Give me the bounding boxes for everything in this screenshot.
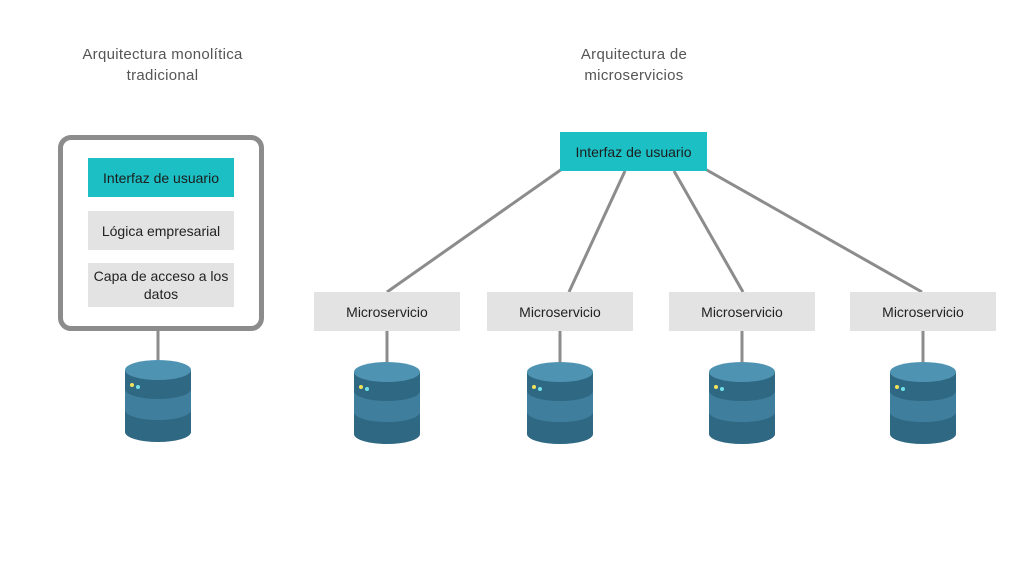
microservices-ui-box: Interfaz de usuario: [560, 132, 707, 171]
database-icon: [125, 360, 191, 442]
monolithic-title: Arquitectura monolítica tradicional: [82, 46, 243, 84]
connector-ui-ms2: [567, 170, 627, 293]
monolith-data-layer: Capa de acceso a los datos: [88, 263, 234, 307]
connector-ui-ms4: [704, 167, 923, 294]
database-icon: [354, 362, 420, 444]
connector-ui-ms3: [672, 170, 745, 293]
monolith-ui-layer: Interfaz de usuario: [88, 158, 234, 197]
database-icon: [709, 362, 775, 444]
database-icon: [527, 362, 593, 444]
microservice-box-1: Microservicio: [314, 292, 460, 331]
database-icon: [890, 362, 956, 444]
microservice-box-4: Microservicio: [850, 292, 996, 331]
microservice-box-2: Microservicio: [487, 292, 633, 331]
connector-ui-ms1: [386, 167, 563, 294]
microservice-box-3: Microservicio: [669, 292, 815, 331]
monolith-logic-layer: Lógica empresarial: [88, 211, 234, 250]
microservices-title: Arquitectura de microservicios: [580, 46, 688, 84]
